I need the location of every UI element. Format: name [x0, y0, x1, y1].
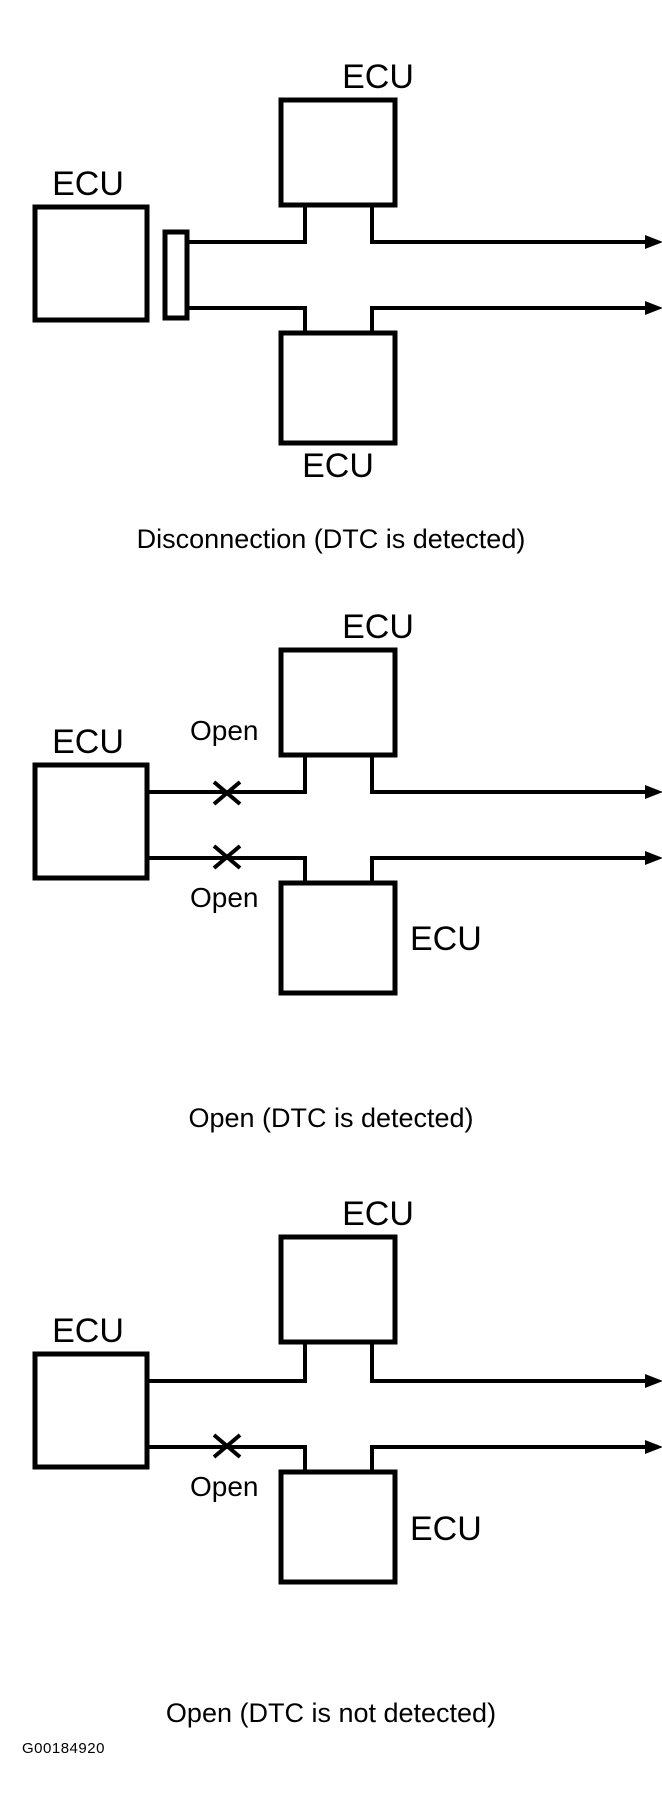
panel-open-detected-caption: Open (DTC is detected) — [188, 1103, 474, 1133]
panel-open-not-detected-graphic: ECU ECU ECU Open — [0, 1170, 662, 1715]
left-ecu-box — [32, 762, 150, 881]
open-label-lower-line: Open — [190, 1471, 259, 1502]
lower-bus-left-segment — [147, 1445, 307, 1472]
open-marker-lower-line — [212, 1433, 242, 1459]
figure-id-label: G00184920 — [22, 1740, 105, 1757]
lower-bus-right-segment — [370, 1445, 645, 1472]
lower-bus-arrowhead-icon — [645, 1440, 662, 1454]
open-label-upper-line: Open — [190, 715, 259, 746]
lower-bus-arrowhead-icon — [645, 851, 662, 865]
lower-bus-left-segment — [187, 306, 307, 333]
x-cross-icon — [212, 780, 242, 806]
top-ecu-box — [278, 1234, 398, 1345]
lower-bus-arrowhead-icon — [645, 301, 662, 315]
left-ecu-box — [32, 1351, 150, 1470]
panel-open-detected: ECU ECU ECU Open Op — [0, 590, 662, 1170]
bottom-ecu-label: ECU — [302, 447, 374, 485]
lower-bus-right-segment — [370, 306, 645, 333]
open-label-lower-line: Open — [190, 882, 259, 913]
top-ecu-box — [278, 647, 398, 758]
x-cross-icon — [212, 1433, 242, 1459]
top-ecu-label: ECU — [342, 608, 414, 646]
disconnected-connector — [162, 229, 190, 321]
upper-bus-arrowhead-icon — [645, 235, 662, 249]
upper-bus-left-segment — [147, 755, 307, 794]
open-marker-lower-line — [212, 844, 242, 870]
top-ecu-label: ECU — [342, 1195, 414, 1233]
lower-bus-right-segment — [370, 856, 645, 883]
panel-disconnection: ECU ECU ECU Disconnection (DTC is detect… — [0, 0, 662, 590]
upper-bus-right-segment — [370, 205, 645, 244]
bottom-ecu-label: ECU — [410, 920, 482, 958]
open-detected-schematic: ECU ECU ECU Open Op — [32, 608, 662, 996]
panel-open-detected-graphic: ECU ECU ECU Open Op — [0, 590, 662, 1120]
top-ecu-label: ECU — [342, 58, 414, 96]
upper-bus-left-segment — [147, 1342, 307, 1383]
open-marker-upper-line — [212, 780, 242, 806]
upper-bus-right-segment — [370, 755, 645, 794]
bottom-ecu-box — [278, 880, 398, 996]
bottom-ecu-box — [278, 330, 398, 446]
left-ecu-label: ECU — [52, 1312, 124, 1350]
upper-bus-arrowhead-icon — [645, 1374, 662, 1388]
left-ecu-label: ECU — [52, 723, 124, 761]
left-ecu-label: ECU — [52, 165, 124, 203]
upper-bus-left-segment — [187, 205, 307, 244]
x-cross-icon — [212, 844, 242, 870]
panel-open-not-detected-caption: Open (DTC is not detected) — [165, 1698, 497, 1728]
panel-open-not-detected: ECU ECU ECU Open Open (DTC is not detect… — [0, 1170, 662, 1802]
top-ecu-box — [278, 97, 398, 208]
upper-bus-arrowhead-icon — [645, 785, 662, 799]
left-ecu-box — [32, 204, 150, 323]
bottom-ecu-box — [278, 1469, 398, 1585]
panel-disconnection-graphic: ECU ECU ECU — [0, 0, 662, 545]
panel-disconnection-caption: Disconnection (DTC is detected) — [136, 524, 526, 554]
lower-bus-left-segment — [147, 856, 307, 883]
open-not-detected-schematic: ECU ECU ECU Open — [32, 1195, 662, 1585]
bottom-ecu-label: ECU — [410, 1510, 482, 1548]
upper-bus-right-segment — [370, 1342, 645, 1383]
disconnection-schematic: ECU ECU ECU — [32, 58, 662, 485]
